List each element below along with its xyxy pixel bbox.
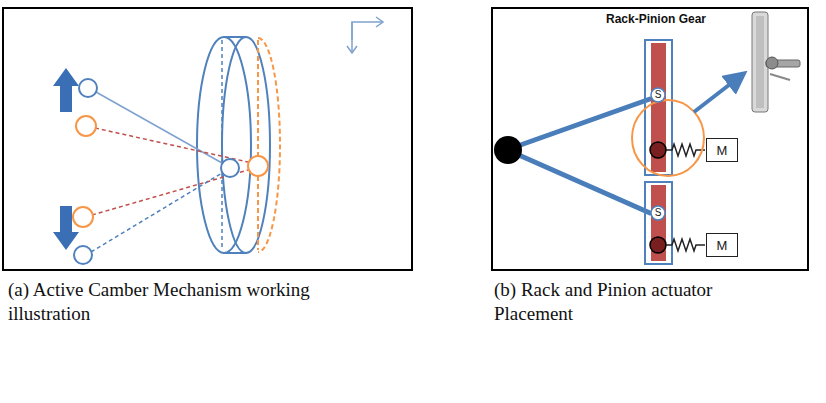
node-text: M [717,239,728,252]
motor-box: M [706,138,738,162]
panel-frame [492,8,808,270]
figure-caption: (b) Rack and Pinion actuator Placement [494,278,794,326]
springs [666,144,705,251]
camber-links [91,92,248,252]
panel-frame [3,8,412,270]
rack-pinion-photo [752,12,800,112]
chassis-pivot [494,136,522,164]
pivot-circles [73,79,268,264]
wheel [197,37,280,253]
part-label: Rack-Pinion Gear [606,12,746,27]
motion-arrows [53,68,79,250]
node-text: S [655,90,662,100]
control-arms [512,99,650,213]
sensor-circle: S [650,87,666,103]
highlight-circle [632,100,704,176]
node-text: M [717,144,728,157]
sensor-circle: S [650,205,666,221]
rack-bars [645,40,672,264]
motor-box: M [706,233,738,257]
pinions [650,142,666,253]
figure-caption: (a) Active Camber Mechanism working illu… [8,278,353,326]
node-text: S [655,208,662,218]
axis-icon [347,17,383,53]
zoom-arrow [694,78,738,112]
